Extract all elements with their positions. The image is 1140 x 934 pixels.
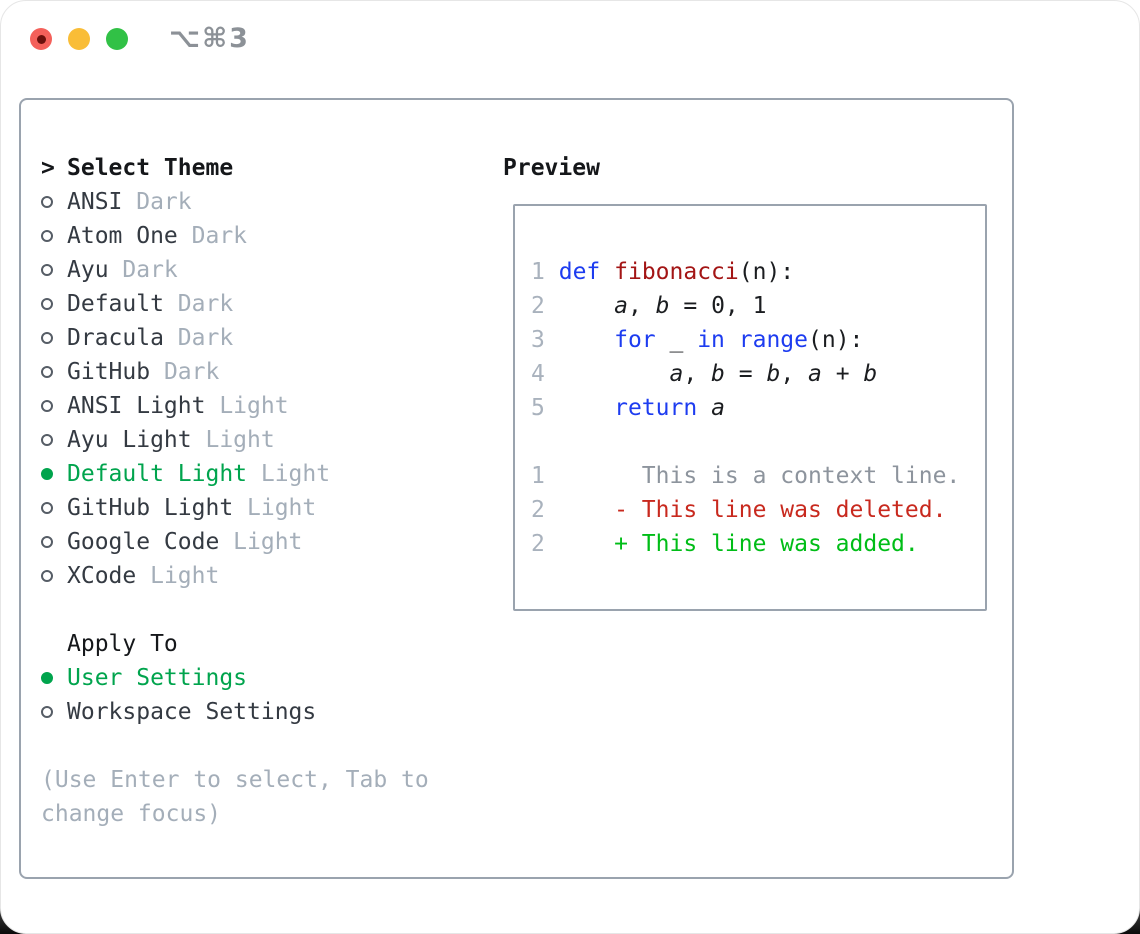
apply-to-option[interactable]: User Settings xyxy=(41,661,461,695)
theme-variant: Dark xyxy=(163,359,220,385)
theme-variant: Light xyxy=(247,495,317,521)
apply-to-label: Workspace Settings xyxy=(67,699,317,725)
theme-name: ANSI Light xyxy=(67,393,206,419)
radio-icon xyxy=(41,332,53,344)
help-text: (Use Enter to select, Tab to change focu… xyxy=(41,767,429,827)
theme-option[interactable]: Google Code Light xyxy=(41,525,461,559)
theme-option[interactable]: Ayu Dark xyxy=(41,253,461,287)
theme-variant: Light xyxy=(219,393,289,419)
titlebar: ⌥⌘3 xyxy=(1,1,1139,79)
theme-name: Default xyxy=(67,291,164,317)
line-number: 5 xyxy=(531,395,545,421)
line-number: 4 xyxy=(531,361,545,387)
window-title: ⌥⌘3 xyxy=(169,23,250,54)
preview-line: 2 - This line was deleted. xyxy=(531,497,947,523)
theme-variant: Dark xyxy=(177,291,234,317)
code-preview: 1 def fibonacci(n): 2 a, b = 0, 1 3 for _ … xyxy=(531,255,985,561)
theme-variant: Dark xyxy=(136,189,192,215)
theme-option[interactable]: Default Light Light xyxy=(41,457,461,491)
theme-variant: Light xyxy=(260,461,331,487)
theme-option[interactable]: Atom One Dark xyxy=(41,219,461,253)
radio-selected-icon xyxy=(41,468,53,480)
close-button[interactable] xyxy=(30,28,52,50)
theme-name: Default Light xyxy=(67,461,248,487)
preview-line: 5 return a xyxy=(531,395,725,421)
radio-icon xyxy=(41,502,53,514)
radio-icon xyxy=(41,570,53,582)
theme-variant: Light xyxy=(205,427,275,453)
theme-option[interactable]: XCode Light xyxy=(41,559,461,593)
preview-line: 1 def fibonacci(n): xyxy=(531,259,795,285)
line-number: 1 xyxy=(531,259,545,285)
radio-selected-icon xyxy=(41,672,53,684)
radio-icon xyxy=(41,264,53,276)
radio-icon xyxy=(41,230,53,242)
preview-line: 2 a, b = 0, 1 xyxy=(531,293,767,319)
theme-option[interactable]: GitHub Light Light xyxy=(41,491,461,525)
select-theme-header: > Select Theme xyxy=(41,151,461,185)
theme-variant: Dark xyxy=(191,223,248,249)
radio-icon xyxy=(41,366,53,378)
line-number: 1 xyxy=(531,463,545,489)
theme-option[interactable]: ANSI Light Light xyxy=(41,389,461,423)
line-number: 2 xyxy=(531,531,545,557)
theme-option[interactable]: Ayu Light Light xyxy=(41,423,461,457)
theme-name: GitHub xyxy=(67,359,151,385)
spacer xyxy=(41,729,461,763)
preview-box: 1 def fibonacci(n): 2 a, b = 0, 1 3 for _ … xyxy=(513,204,987,611)
theme-name: Google Code xyxy=(67,529,220,555)
theme-variant: Light xyxy=(150,563,220,589)
theme-variant: Dark xyxy=(177,325,234,351)
preview-line: 4 a, b = b, a + b xyxy=(531,361,878,387)
radio-icon xyxy=(41,536,53,548)
radio-icon xyxy=(41,400,53,412)
apply-to-label: User Settings xyxy=(67,665,248,691)
preview-line: 3 for _ in range(n): xyxy=(531,327,864,353)
theme-option[interactable]: ANSI Dark xyxy=(41,185,461,219)
theme-variant: Light xyxy=(233,529,303,555)
theme-name: Dracula xyxy=(67,325,164,351)
theme-option[interactable]: GitHub Dark xyxy=(41,355,461,389)
theme-name: Atom One xyxy=(67,223,178,249)
select-theme-title: Select Theme xyxy=(67,155,234,181)
preview-line: 2 + This line was added. xyxy=(531,531,919,557)
minimize-button[interactable] xyxy=(68,28,90,50)
theme-name: XCode xyxy=(67,563,137,589)
line-number: 3 xyxy=(531,327,545,353)
theme-variant: Dark xyxy=(122,257,178,283)
preview-line xyxy=(531,425,985,459)
preview-line: 1 This is a context line. xyxy=(531,463,961,489)
zoom-button[interactable] xyxy=(106,28,128,50)
traffic-lights xyxy=(30,28,128,50)
spacer xyxy=(41,593,461,627)
theme-name: GitHub Light xyxy=(67,495,234,521)
radio-icon xyxy=(41,298,53,310)
theme-option[interactable]: Default Dark xyxy=(41,287,461,321)
theme-name: Ayu Light xyxy=(67,427,192,453)
theme-name: ANSI xyxy=(67,189,123,215)
theme-option[interactable]: Dracula Dark xyxy=(41,321,461,355)
line-number: 2 xyxy=(531,497,545,523)
close-dot-icon xyxy=(36,34,46,44)
radio-icon xyxy=(41,706,53,718)
apply-to-title: Apply To xyxy=(67,631,178,657)
theme-name: Ayu xyxy=(67,257,109,283)
apply-to-header: Apply To xyxy=(41,627,461,661)
radio-icon xyxy=(41,196,53,208)
line-number: 2 xyxy=(531,293,545,319)
prompt-icon: > xyxy=(41,155,55,181)
radio-icon xyxy=(41,434,53,446)
apply-to-option[interactable]: Workspace Settings xyxy=(41,695,461,729)
preview-title: Preview xyxy=(503,155,600,181)
